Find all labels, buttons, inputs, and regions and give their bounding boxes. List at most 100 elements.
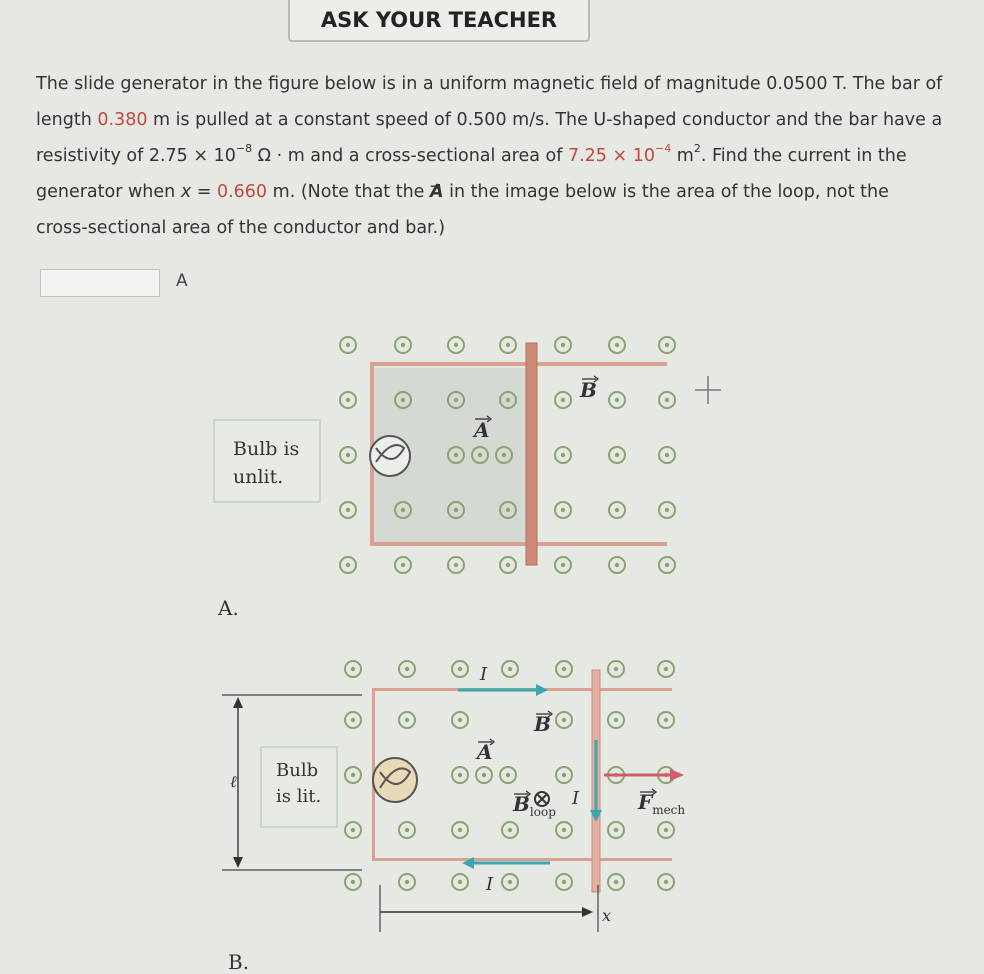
current-label-bar: I [572, 788, 580, 809]
field-dot-icon [394, 556, 412, 574]
field-dot-icon [447, 556, 465, 574]
field-dot-icon [608, 446, 626, 464]
field-dot-icon [657, 711, 675, 729]
bulb-a [369, 435, 411, 477]
field-dot-icon [657, 660, 675, 678]
field-dot-icon [451, 821, 469, 839]
figure-label-a: A. [218, 596, 239, 620]
field-dot-icon [608, 501, 626, 519]
field-dot-icon [447, 446, 465, 464]
field-dot-icon [394, 391, 412, 409]
field-dot-icon [554, 501, 572, 519]
field-dot-icon [499, 391, 517, 409]
b-loop-into-page-icon [534, 791, 550, 807]
answer-input[interactable] [40, 269, 160, 297]
crosshair-cursor [695, 376, 721, 404]
field-dot-icon [499, 556, 517, 574]
rail-bottom-b [372, 858, 672, 861]
field-dot-icon [501, 873, 519, 891]
x-label: x [602, 906, 612, 925]
field-dot-icon [339, 556, 357, 574]
field-label-a: B [580, 378, 597, 402]
field-dot-icon [451, 873, 469, 891]
area-value: 7.25 × 10 [567, 146, 655, 166]
field-dot-icon [658, 556, 676, 574]
bulb-b [372, 757, 418, 803]
field-dot-icon [501, 821, 519, 839]
field-dot-icon [608, 336, 626, 354]
ask-your-teacher-button[interactable]: ASK YOUR TEACHER [288, 0, 590, 42]
field-dot-icon [607, 873, 625, 891]
field-dot-icon [499, 501, 517, 519]
rail-bottom-a [370, 542, 667, 546]
field-dot-icon [394, 501, 412, 519]
answer-unit: A [176, 271, 188, 291]
field-dot-icon [344, 821, 362, 839]
field-dot-icon [607, 711, 625, 729]
field-dot-icon [554, 556, 572, 574]
field-dot-icon [608, 556, 626, 574]
figure-label-b: B. [228, 950, 250, 974]
rail-top-a [370, 362, 667, 366]
field-dot-icon [398, 873, 416, 891]
bulb-status-box-a: Bulb is unlit. [213, 419, 321, 503]
field-dot-icon [471, 446, 489, 464]
field-dot-icon [398, 711, 416, 729]
bulb-status-box-b: Bulb is lit. [260, 746, 338, 828]
field-dot-icon [499, 766, 517, 784]
field-dot-icon [339, 501, 357, 519]
field-dot-icon [607, 821, 625, 839]
field-dot-icon [344, 873, 362, 891]
length-label: ℓ [230, 772, 237, 791]
b-loop-label: Bloop [513, 792, 556, 819]
field-dot-icon [658, 446, 676, 464]
field-dot-icon [398, 821, 416, 839]
field-dot-icon [394, 336, 412, 354]
field-dot-icon [555, 660, 573, 678]
bar-length-value: 0.380 [97, 110, 148, 130]
field-dots-a [339, 336, 676, 574]
current-label-bottom: I [486, 874, 494, 895]
current-label-top: I [480, 664, 488, 685]
field-dot-icon [451, 711, 469, 729]
field-dot-icon [501, 660, 519, 678]
vector-a-symbol: A [430, 182, 444, 202]
field-dot-icon [499, 336, 517, 354]
problem-statement: The slide generator in the figure below … [36, 66, 946, 246]
field-label-b: B [534, 712, 551, 736]
field-dot-icon [607, 660, 625, 678]
field-dot-icon [344, 766, 362, 784]
field-dot-icon [447, 501, 465, 519]
field-dot-icon [398, 660, 416, 678]
field-dot-icon [555, 821, 573, 839]
field-dot-icon [475, 766, 493, 784]
field-dot-icon [608, 391, 626, 409]
field-dot-icon [495, 446, 513, 464]
field-dot-icon [555, 766, 573, 784]
x-value: 0.660 [216, 182, 268, 202]
field-dot-icon [554, 446, 572, 464]
force-label: Fmech [638, 790, 686, 817]
area-label-a: A [474, 418, 490, 442]
field-dot-icon [339, 446, 357, 464]
field-dot-icon [554, 391, 572, 409]
field-dot-icon [344, 711, 362, 729]
field-dot-icon [555, 711, 573, 729]
field-dot-icon [447, 336, 465, 354]
area-label-b: A [477, 740, 493, 764]
field-dot-icon [451, 766, 469, 784]
field-dot-icon [339, 391, 357, 409]
field-dot-icon [658, 391, 676, 409]
field-dot-icon [344, 660, 362, 678]
sliding-bar-a [525, 342, 538, 566]
field-dot-icon [658, 336, 676, 354]
field-dot-icon [658, 501, 676, 519]
field-dot-icon [447, 391, 465, 409]
field-dot-icon [554, 336, 572, 354]
field-dot-icon [451, 660, 469, 678]
field-dot-icon [657, 873, 675, 891]
field-dot-icon [555, 873, 573, 891]
field-dots-b [344, 660, 675, 891]
